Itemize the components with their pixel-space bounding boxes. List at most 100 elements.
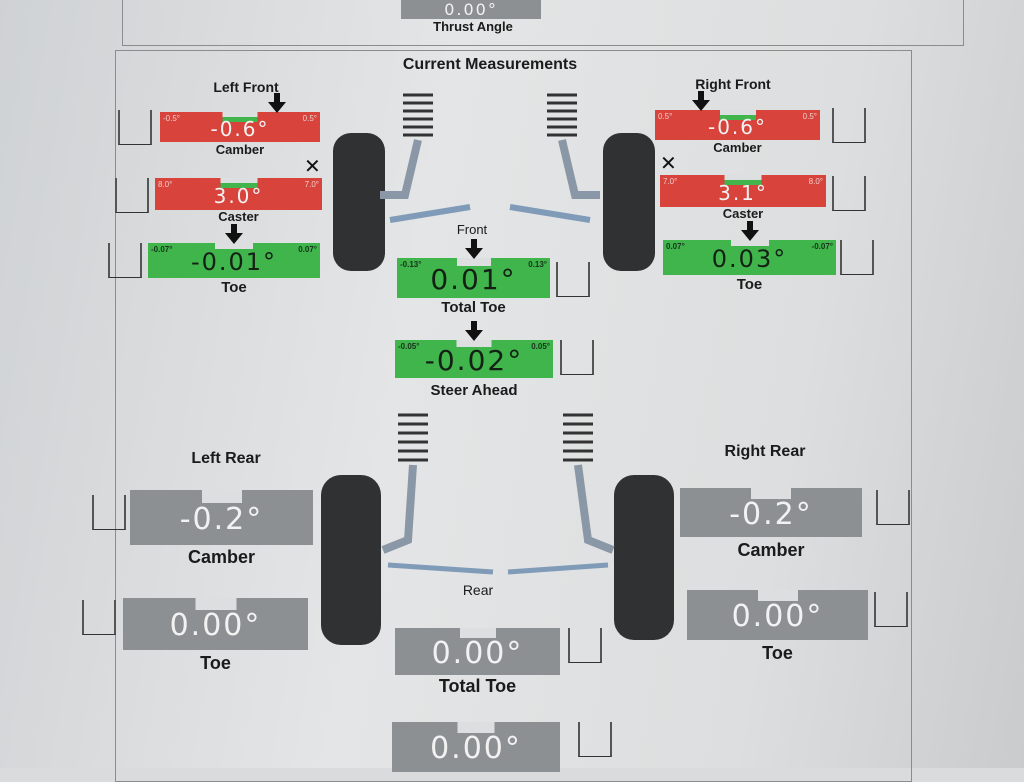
measurement-value: 0.00° bbox=[731, 599, 824, 634]
lr-toe-label: Toe bbox=[200, 653, 231, 673]
measurement-value: 0.00° bbox=[169, 608, 262, 643]
lf-camber-gauge: -0.5° 0.5° -0.6° bbox=[160, 112, 320, 142]
left-front-label: Left Front bbox=[213, 79, 279, 95]
min-tolerance: -0.07° bbox=[151, 245, 173, 254]
wheel-toe-icon bbox=[568, 628, 602, 663]
tolerance-notch bbox=[456, 258, 491, 271]
wheel-camber-icon bbox=[118, 110, 152, 145]
wheel-toe-icon bbox=[840, 240, 874, 275]
r-total-toe-gauge: 0.00° bbox=[395, 628, 560, 675]
rf-toe-label: Toe bbox=[736, 276, 763, 293]
right-rear-label: Right Rear bbox=[724, 443, 806, 460]
wheel-toe-icon bbox=[108, 243, 142, 278]
wheel-caster-icon bbox=[832, 176, 866, 211]
indicator-arrow-icon bbox=[740, 221, 759, 241]
steer-ahead-label: Steer Ahead bbox=[430, 382, 518, 399]
right-front-label: Right Front bbox=[695, 76, 771, 92]
f-total-toe-label: Total Toe bbox=[441, 299, 506, 316]
tolerance-notch bbox=[195, 598, 236, 615]
page-title: Current Measurements bbox=[402, 56, 578, 73]
wheel-toe-icon bbox=[82, 600, 116, 635]
max-tolerance: 0.5° bbox=[802, 112, 817, 121]
thrust-angle-label: Thrust Angle bbox=[433, 19, 513, 34]
rear-suspension-illustration bbox=[321, 413, 674, 645]
indicator-arrow-icon bbox=[267, 93, 286, 113]
measurement-value: 0.01° bbox=[430, 263, 517, 296]
measurement-value: -0.2° bbox=[179, 502, 264, 537]
lf-camber-label: Camber bbox=[215, 142, 265, 157]
thrust-angle-gauge: 0.00° bbox=[401, 0, 541, 19]
measurement-value: 3.0° bbox=[213, 184, 264, 208]
rf-caster-label: Caster bbox=[722, 206, 764, 221]
measurement-value: 0.03° bbox=[711, 245, 788, 273]
min-tolerance: -0.5° bbox=[163, 114, 180, 123]
tolerance-notch bbox=[757, 590, 798, 606]
wheel-toe-icon bbox=[578, 722, 612, 757]
max-tolerance: -0.07° bbox=[811, 242, 833, 251]
rr-toe-label: Toe bbox=[762, 643, 793, 663]
lf-toe-label: Toe bbox=[221, 279, 247, 296]
tolerance-notch bbox=[751, 488, 791, 504]
measurement-value: 0.00° bbox=[431, 636, 524, 671]
indicator-arrow-icon bbox=[225, 224, 243, 244]
max-tolerance: 0.13° bbox=[528, 260, 547, 269]
wheel-toe-icon bbox=[874, 592, 908, 627]
thrust-angle-section: 0.00° Thrust Angle bbox=[122, 0, 964, 46]
rf-camber-gauge: 0.5° 0.5° -0.6° bbox=[655, 110, 820, 140]
measurement-value: 3.1° bbox=[718, 181, 768, 205]
rf-caster-gauge: 7.0° 8.0° 3.1° bbox=[660, 175, 826, 207]
thrust-angle-value: 0.00° bbox=[444, 0, 498, 19]
max-tolerance: 0.07° bbox=[298, 245, 317, 254]
rr-camber-label: Camber bbox=[737, 540, 805, 560]
wheel-camber-icon bbox=[876, 490, 910, 525]
rr-camber-gauge: -0.2° bbox=[680, 488, 862, 537]
min-tolerance: 0.5° bbox=[658, 112, 673, 121]
measurement-value: -0.2° bbox=[729, 497, 813, 532]
tolerance-notch bbox=[719, 110, 756, 120]
lf-toe-gauge: -0.07° 0.07° -0.01° bbox=[148, 243, 320, 278]
min-tolerance: -0.13° bbox=[400, 260, 422, 269]
lf-caster-gauge: 8.0° 7.0° 3.0° bbox=[155, 178, 322, 210]
indicator-arrow-icon bbox=[464, 239, 483, 259]
measurement-value: -0.01° bbox=[190, 248, 278, 276]
measurement-value: -0.6° bbox=[210, 117, 270, 141]
max-tolerance: 0.5° bbox=[302, 114, 317, 123]
tolerance-notch bbox=[459, 628, 496, 643]
min-tolerance: -0.05° bbox=[398, 342, 420, 351]
lr-camber-gauge: -0.2° bbox=[130, 490, 313, 545]
tolerance-notch bbox=[215, 243, 253, 254]
tolerance-notch bbox=[456, 340, 492, 352]
measurement-value: 0.00° bbox=[430, 731, 522, 766]
min-tolerance: 0.07° bbox=[666, 242, 685, 251]
wheel-toe-icon bbox=[556, 262, 590, 297]
wheel-toe-icon bbox=[560, 340, 594, 375]
tolerance-notch bbox=[201, 490, 242, 508]
indicator-arrow-icon bbox=[465, 321, 483, 341]
wheel-caster-icon bbox=[115, 178, 149, 213]
front-axle-label: Front bbox=[456, 222, 488, 237]
r-total-toe-label: Total Toe bbox=[438, 676, 517, 696]
measurement-value: -0.6° bbox=[707, 115, 768, 139]
tolerance-notch bbox=[724, 175, 762, 185]
wheel-camber-icon bbox=[832, 108, 866, 143]
rr-toe-gauge: 0.00° bbox=[687, 590, 868, 640]
rear-axle-label: Rear bbox=[462, 582, 494, 598]
tolerance-notch bbox=[222, 112, 258, 122]
left-rear-label: Left Rear bbox=[191, 450, 261, 467]
out-of-range-x-icon: ✕ bbox=[660, 153, 677, 175]
min-tolerance: 7.0° bbox=[663, 177, 678, 186]
measurement-value: -0.02° bbox=[424, 344, 524, 377]
max-tolerance: 7.0° bbox=[304, 180, 319, 189]
min-tolerance: 8.0° bbox=[158, 180, 173, 189]
wheel-camber-icon bbox=[92, 495, 126, 530]
indicator-arrow-icon bbox=[692, 91, 711, 111]
lf-caster-label: Caster bbox=[218, 209, 259, 224]
steer-ahead-gauge: -0.05°0.05°-0.02° bbox=[395, 340, 553, 378]
f-total-toe-gauge: -0.13° 0.13° 0.01° bbox=[397, 258, 550, 298]
tolerance-notch bbox=[220, 178, 257, 188]
lr-toe-gauge: 0.00° bbox=[123, 598, 308, 650]
lr-camber-label: Camber bbox=[187, 547, 256, 567]
out-of-range-x-icon: ✕ bbox=[304, 156, 321, 178]
max-tolerance: 8.0° bbox=[808, 177, 823, 186]
bottom-gauge: 0.00° bbox=[392, 722, 560, 772]
